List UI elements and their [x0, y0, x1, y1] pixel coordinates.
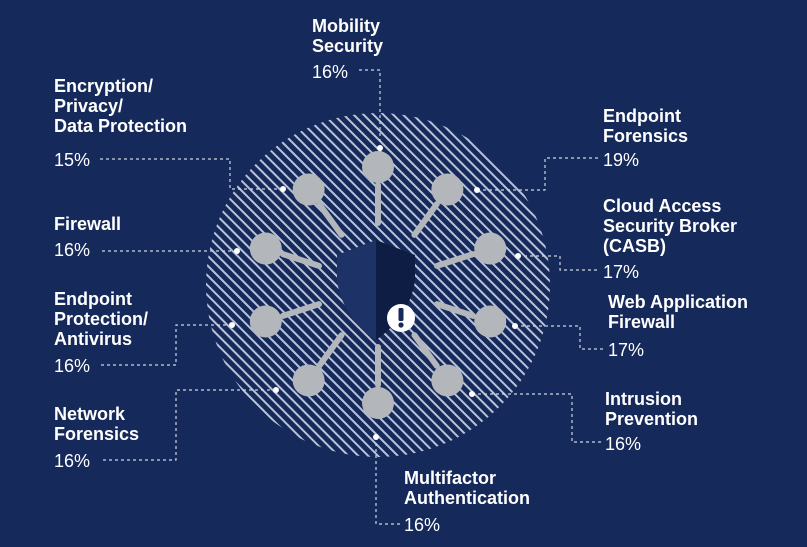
- category-name: Network Forensics: [54, 404, 140, 444]
- category-percent: 16%: [312, 62, 349, 82]
- category-name: Multifactor Authentication: [404, 468, 530, 508]
- leader-line: [477, 157, 600, 191]
- category-percent: 16%: [54, 451, 91, 471]
- pin-icon: [249, 301, 323, 338]
- pin-icon: [433, 232, 507, 269]
- leader-line: [515, 325, 604, 350]
- leader-dot: [377, 145, 383, 151]
- pin-icon: [362, 344, 394, 419]
- category-name: Web Application Firewall: [608, 292, 749, 332]
- leader-line: [100, 324, 232, 366]
- pin-icon: [433, 301, 507, 338]
- leader-line: [356, 69, 381, 148]
- pin-icon: [411, 332, 464, 397]
- shield-icon: [337, 240, 415, 340]
- category-name: Cloud Access Security Broker (CASB): [603, 196, 738, 256]
- leader-dot: [373, 434, 379, 440]
- category-percent: 17%: [603, 262, 640, 282]
- pin-icon: [292, 173, 345, 238]
- leader-dot: [469, 391, 475, 397]
- category-percent: 17%: [608, 340, 645, 360]
- leader-dot: [280, 186, 286, 192]
- category-name: Intrusion Prevention: [605, 389, 699, 429]
- category-name: Firewall: [54, 214, 122, 234]
- pin-icon: [249, 232, 323, 269]
- category-percent: 16%: [54, 240, 91, 260]
- leader-line: [472, 393, 602, 443]
- leader-lines: [100, 69, 604, 525]
- category-percent: 16%: [54, 356, 91, 376]
- category-percent: 19%: [603, 150, 640, 170]
- category-name: Endpoint Protection/ Antivirus: [54, 289, 149, 349]
- pin-icon: [292, 332, 345, 397]
- category-name: Endpoint Forensics: [603, 106, 689, 146]
- pin-icon: [362, 151, 394, 226]
- leader-dot: [229, 322, 235, 328]
- leader-dot: [474, 187, 480, 193]
- category-percent: 16%: [605, 434, 642, 454]
- leader-line: [518, 255, 600, 271]
- pin-icon: [411, 173, 464, 238]
- category-percent: 15%: [54, 150, 91, 170]
- category-percent: 16%: [404, 515, 441, 535]
- leader-dot: [512, 323, 518, 329]
- leader-dot: [515, 253, 521, 259]
- leader-dot: [234, 248, 240, 254]
- category-name: Encryption/ Privacy/ Data Protection: [54, 76, 188, 136]
- leader-line: [100, 158, 283, 190]
- category-name: Mobility Security: [312, 16, 384, 56]
- pins-group: [249, 151, 507, 419]
- leader-line: [375, 437, 400, 525]
- leader-line: [100, 389, 276, 461]
- leader-dot: [273, 387, 279, 393]
